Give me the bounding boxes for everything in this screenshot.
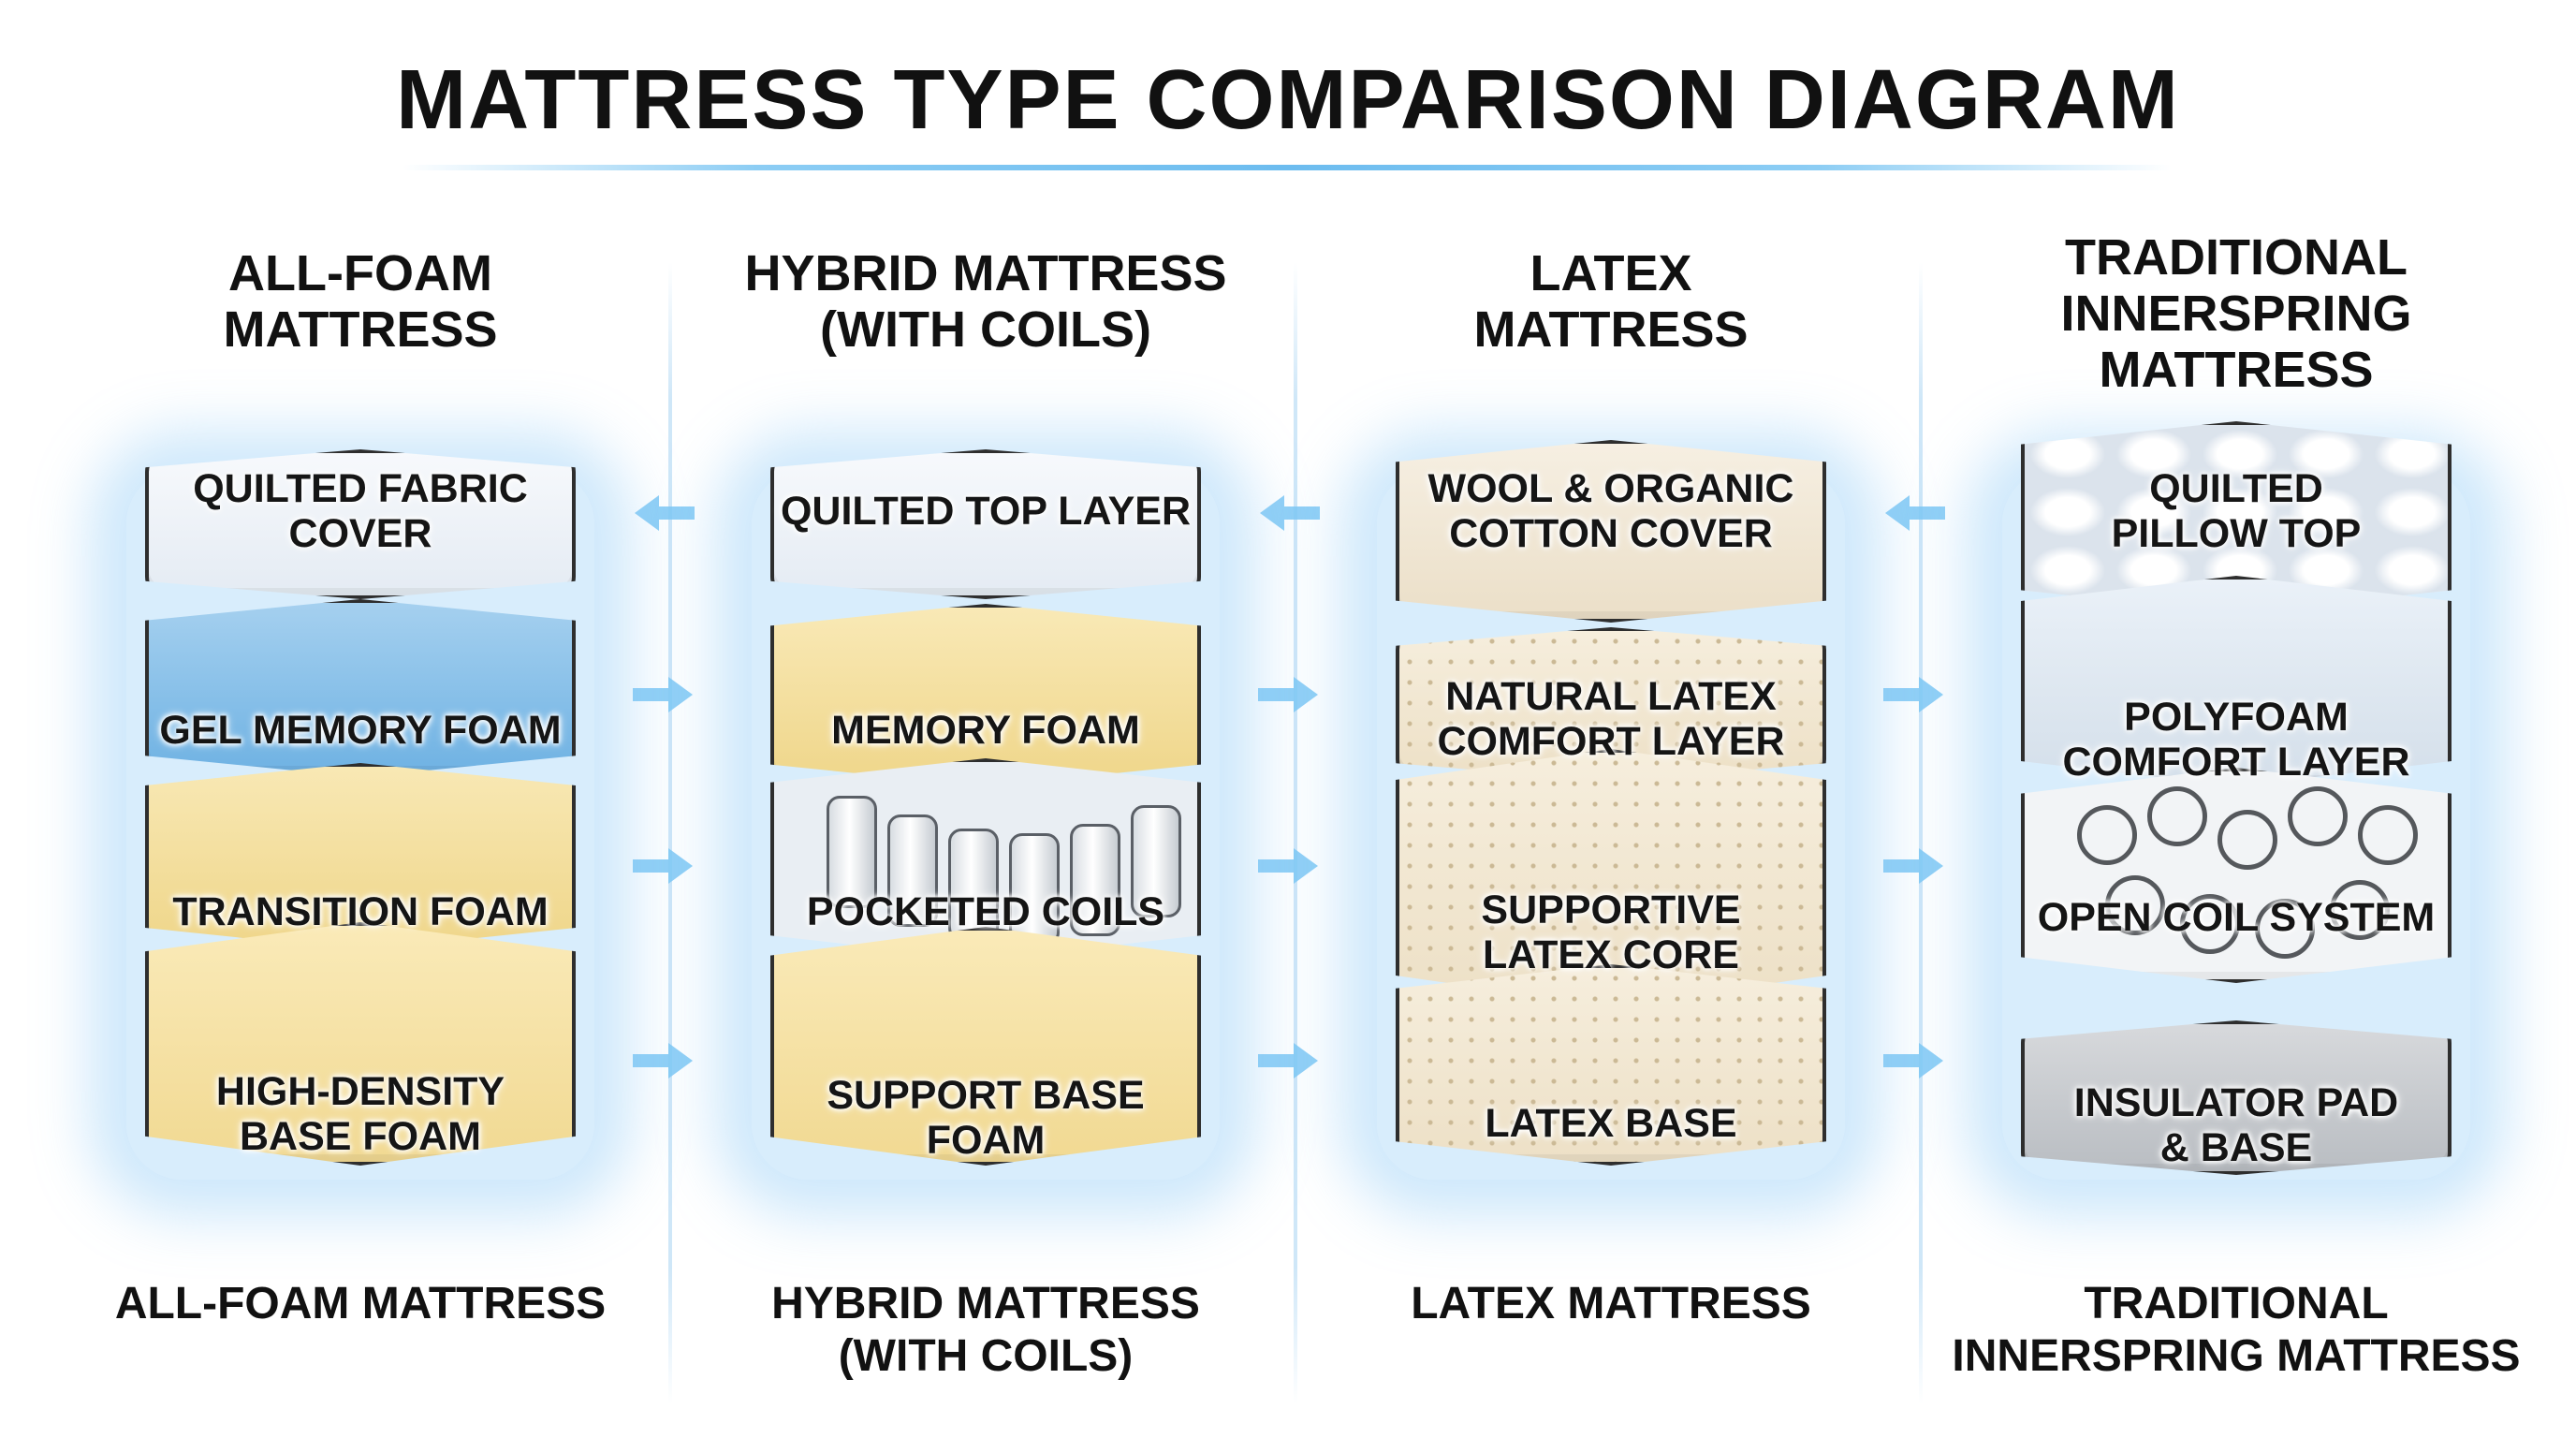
layer-label: HIGH-DENSITY BASE FOAM xyxy=(215,1069,505,1159)
arrow-right-icon xyxy=(1883,848,1943,884)
layer-label: MEMORY FOAM xyxy=(831,708,1140,753)
insulator-pad-layer xyxy=(2021,1020,2452,1175)
coil-icon xyxy=(1131,805,1181,917)
column-divider xyxy=(1294,262,1297,1404)
arrow-left-icon xyxy=(1260,495,1320,531)
latex-core-layer xyxy=(1396,749,1826,1006)
coil-icon xyxy=(887,814,938,927)
layer-label: GEL MEMORY FOAM xyxy=(159,708,562,753)
wool-cotton-cover-layer xyxy=(1396,440,1826,623)
gel-memory-foam-layer xyxy=(145,599,576,777)
coil-icon xyxy=(1070,824,1120,936)
column-footer: ALL-FOAM MATTRESS xyxy=(114,1279,607,1328)
column-footer: LATEX MATTRESS xyxy=(1411,1279,1811,1328)
coil-icon xyxy=(827,796,877,908)
layer-label: SUPPORTIVE LATEX CORE xyxy=(1481,888,1741,977)
column-divider xyxy=(1919,262,1923,1404)
column-divider xyxy=(668,262,672,1404)
layer-label: WOOL & ORGANIC COTTON COVER xyxy=(1427,466,1794,556)
arrow-right-icon xyxy=(1258,677,1318,712)
spring-icon xyxy=(2105,875,2165,935)
column-heading: TRADITIONAL INNERSPRING MATTRESS xyxy=(2060,229,2412,398)
arrow-right-icon xyxy=(1883,1043,1943,1078)
arrow-left-icon xyxy=(1885,495,1945,531)
quilted-cover-layer xyxy=(145,449,576,599)
pillow-top-layer xyxy=(2021,421,2452,613)
column-footer: HYBRID MATTRESS (WITH COILS) xyxy=(771,1279,1200,1381)
column-heading: LATEX MATTRESS xyxy=(1473,245,1749,358)
layer-label: LATEX BASE xyxy=(1485,1101,1737,1146)
spring-icon xyxy=(2358,805,2418,865)
layer-label: QUILTED TOP LAYER xyxy=(780,489,1192,534)
polyfoam-comfort-layer xyxy=(2021,576,2452,786)
layer-label: QUILTED PILLOW TOP xyxy=(2111,466,2362,556)
arrow-right-icon xyxy=(1883,677,1943,712)
layer-label: POLYFOAM COMFORT LAYER xyxy=(2062,695,2410,785)
layer-label: TRANSITION FOAM xyxy=(172,889,549,934)
arrow-left-icon xyxy=(635,495,695,531)
column-heading: ALL-FOAM MATTRESS xyxy=(223,245,498,358)
spring-icon xyxy=(2217,810,2277,870)
quilted-top-layer xyxy=(770,449,1201,599)
open-coil-layer xyxy=(2021,768,2452,983)
arrow-right-icon xyxy=(633,848,693,884)
spring-icon xyxy=(2147,786,2207,846)
transition-foam-layer xyxy=(145,763,576,950)
layer-label: NATURAL LATEX COMFORT LAYER xyxy=(1437,674,1785,764)
arrow-right-icon xyxy=(1258,1043,1318,1078)
layer-label: QUILTED FABRIC COVER xyxy=(193,466,528,556)
coil-icon xyxy=(1009,833,1060,946)
diagram-title: MATTRESS TYPE COMPARISON DIAGRAM xyxy=(396,53,2180,147)
layer-label: SUPPORT BASE FOAM xyxy=(827,1073,1145,1163)
support-base-foam-layer xyxy=(770,927,1201,1166)
column-hybrid: HYBRID MATTRESS (WITH COILS) QUILTED TOP… xyxy=(686,0,1285,1438)
spring-icon xyxy=(2288,786,2348,846)
spring-icon xyxy=(2255,899,2315,959)
arrow-right-icon xyxy=(1258,848,1318,884)
column-all-foam: ALL-FOAM MATTRESS QUILTED FABRIC COVER G… xyxy=(61,0,660,1438)
arrow-right-icon xyxy=(633,1043,693,1078)
spring-icon xyxy=(2180,894,2240,954)
arrow-right-icon xyxy=(633,677,693,712)
base-foam-layer xyxy=(145,922,576,1166)
spring-icon xyxy=(2077,805,2137,865)
column-innerspring: TRADITIONAL INNERSPRING MATTRESS QUILTED… xyxy=(1937,0,2536,1438)
column-latex: LATEX MATTRESS WOOL & ORGANIC COTTON COV… xyxy=(1311,0,1910,1438)
layer-label: INSULATOR PAD & BASE xyxy=(2073,1080,2399,1170)
layer-label: POCKETED COILS xyxy=(806,889,1165,934)
spring-icon xyxy=(2330,880,2390,940)
latex-base-layer xyxy=(1396,964,1826,1166)
column-footer: TRADITIONAL INNERSPRING MATTRESS xyxy=(1952,1279,2521,1381)
title-underline xyxy=(402,165,2172,170)
column-heading: HYBRID MATTRESS (WITH COILS) xyxy=(744,245,1227,358)
layer-label: OPEN COIL SYSTEM xyxy=(2037,895,2436,940)
